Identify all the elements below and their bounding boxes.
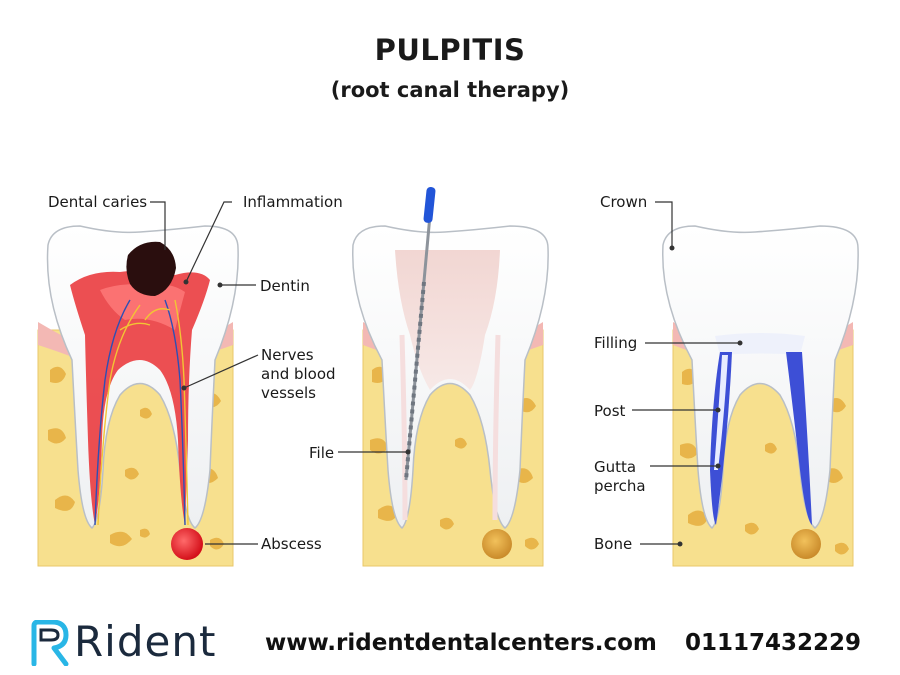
pulp-middle [395, 250, 500, 390]
label-filling: Filling [594, 334, 638, 352]
gutta-percha-right-canal [786, 352, 812, 525]
label-gutta-line1: Gutta [594, 458, 637, 476]
leader-dots [181, 245, 743, 547]
label-post: Post [594, 402, 626, 420]
label-dentin: Dentin [260, 277, 310, 295]
pulp-core-left [100, 284, 185, 330]
apex-middle [482, 529, 512, 559]
rident-logo-icon [31, 620, 69, 666]
page-subtitle: (root canal therapy) [330, 78, 570, 102]
label-bone: Bone [594, 535, 633, 553]
leader-lines [150, 201, 740, 545]
label-nerves-line3: vessels [261, 384, 316, 402]
apex-right [791, 529, 821, 559]
label-file: File [309, 444, 335, 462]
label-gutta-line2: percha [594, 477, 646, 495]
abscess-left [171, 528, 203, 560]
file-instrument [404, 186, 436, 481]
phone-number[interactable]: 01117432229 [685, 630, 862, 656]
label-dental-caries: Dental caries [48, 193, 148, 211]
nerves-vessels-left [94, 299, 189, 526]
tooth-middle [351, 186, 549, 567]
website-link[interactable]: www.ridentdentalcenters.com [265, 630, 657, 656]
post-right [714, 355, 728, 470]
filling-right [715, 333, 805, 355]
page-title: PULPITIS [374, 33, 526, 67]
label-nerves-line2: and blood [261, 365, 336, 383]
tooth-right [661, 225, 859, 567]
label-inflammation: Inflammation [243, 193, 343, 211]
file-handle [423, 186, 436, 223]
brand-name: Rident [74, 617, 217, 666]
label-abscess: Abscess [261, 535, 322, 553]
caries-left [126, 241, 176, 296]
label-nerves-line1: Nerves [261, 346, 314, 364]
label-crown: Crown [600, 193, 648, 211]
pulp-left [70, 270, 210, 525]
tooth-left [37, 225, 239, 567]
